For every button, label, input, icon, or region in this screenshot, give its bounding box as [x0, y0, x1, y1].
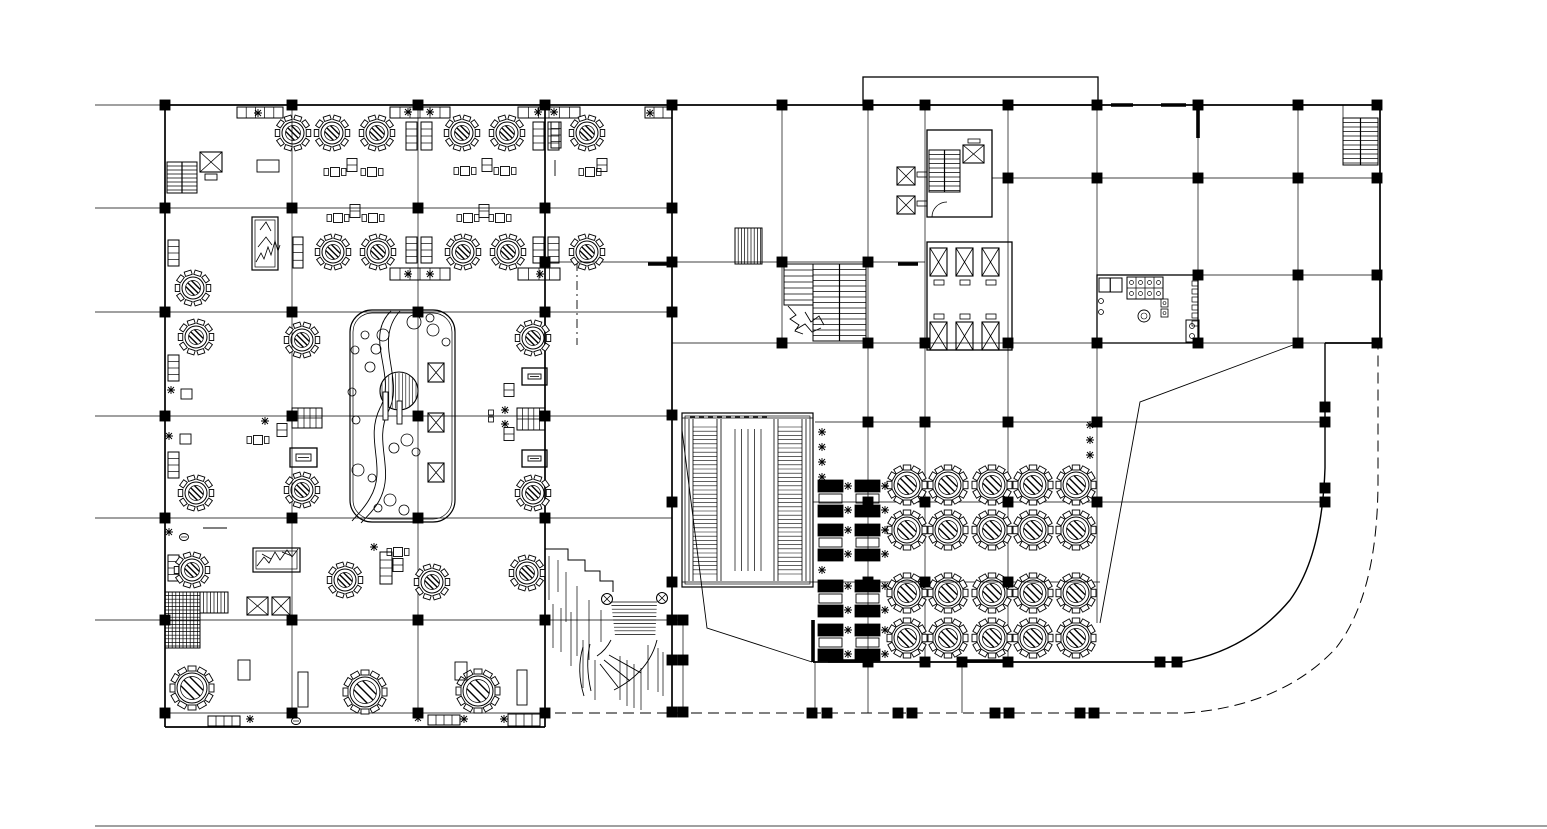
round-table	[314, 233, 352, 271]
round-table	[177, 474, 215, 512]
round-table	[927, 509, 969, 551]
small-tables	[179, 158, 608, 725]
round-table	[927, 572, 969, 614]
plants	[165, 108, 1094, 723]
misc-furniture	[179, 159, 556, 708]
round-table	[1055, 464, 1097, 506]
round-table	[326, 561, 364, 599]
structural-grid	[95, 104, 1547, 827]
restroom	[1098, 276, 1200, 343]
round-table	[568, 233, 606, 271]
round-table	[927, 617, 969, 659]
round-table	[886, 509, 928, 551]
round-table	[568, 114, 606, 152]
round-table	[514, 319, 552, 357]
round-table	[1012, 572, 1054, 614]
round-table	[1055, 509, 1097, 551]
round-table	[886, 617, 928, 659]
round-table	[177, 318, 215, 356]
round-table	[886, 464, 928, 506]
round-table	[443, 114, 481, 152]
round-table	[174, 269, 212, 307]
xbox-planters-elevators	[199, 138, 1000, 616]
columns	[159, 99, 1383, 719]
round-table	[444, 233, 482, 271]
round-table	[274, 114, 312, 152]
round-table	[1012, 509, 1054, 551]
round-table	[489, 233, 527, 271]
round-table	[927, 464, 969, 506]
round-table	[283, 321, 321, 359]
round-table	[1055, 572, 1097, 614]
round-table	[971, 509, 1013, 551]
round-table	[886, 572, 928, 614]
stairs	[164, 117, 1379, 649]
art-panels	[251, 216, 301, 573]
booth-seating	[817, 479, 889, 662]
round-table	[971, 572, 1013, 614]
round-table	[169, 665, 215, 711]
round-table	[1055, 617, 1097, 659]
water-feature-garden	[347, 309, 456, 524]
round-table	[1012, 617, 1054, 659]
escalator	[681, 412, 814, 588]
round-table	[342, 669, 388, 715]
water-streaks	[548, 556, 664, 710]
round-table	[508, 554, 546, 592]
round-table	[313, 114, 351, 152]
round-table	[514, 474, 552, 512]
round-table	[455, 668, 501, 714]
round-table	[488, 114, 526, 152]
service-counters	[167, 106, 1123, 727]
round-table	[283, 471, 321, 509]
round-table	[971, 617, 1013, 659]
round-table	[413, 563, 451, 601]
round-table	[1012, 464, 1054, 506]
round-table	[359, 233, 397, 271]
spiral-stair	[579, 592, 668, 697]
round-table	[358, 114, 396, 152]
round-table	[173, 551, 211, 589]
